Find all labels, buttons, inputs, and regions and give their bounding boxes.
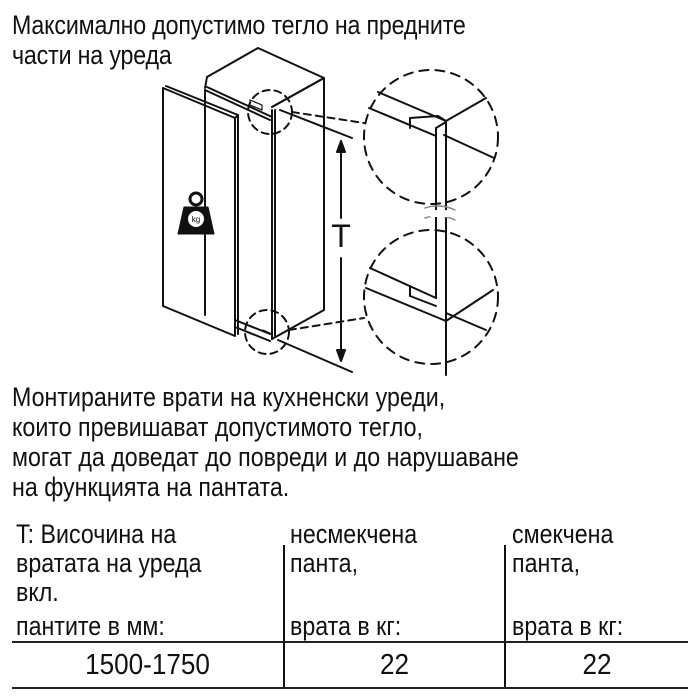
header-undamped-hinge: несмекчена панта, <box>290 519 418 578</box>
header-height-unit: пантите в мм: <box>16 611 165 641</box>
hinge-detail-circle-top <box>363 69 499 376</box>
appliance-door-panel <box>162 85 239 337</box>
warning-line-3: могат да доведат до повреди и до нарушав… <box>12 442 519 472</box>
header-damped-unit: врата в кг: <box>512 611 624 641</box>
header-damped-hinge: смекчена панта, <box>512 519 614 578</box>
svg-text:kg: kg <box>192 215 200 224</box>
column-divider-2 <box>504 545 506 688</box>
title-line-1: Максимално допустимо тегло на предните <box>12 10 466 40</box>
header-rule <box>12 641 688 643</box>
page-title: Максимално допустимо тегло на предните ч… <box>12 10 466 70</box>
warning-line-4: на функцията на пантата. <box>12 472 290 502</box>
warning-text: Монтираните врати на кухненски уреди, ко… <box>12 382 519 502</box>
warning-line-1: Монтираните врати на кухненски уреди, <box>12 382 446 412</box>
appliance-cabinet <box>204 47 325 342</box>
dimension-label: T <box>331 218 351 254</box>
cell-height-range: 1500-1750 <box>85 649 210 681</box>
title-line-2: части на уреда <box>12 40 172 70</box>
header-undamped-unit: врата в кг: <box>290 611 402 641</box>
hinge-marker-bottom <box>244 309 290 355</box>
appliance-door-diagram: kg T <box>162 47 499 376</box>
warning-line-2: които превишават допустимото тегло, <box>12 412 423 442</box>
dimension-t: T <box>331 140 351 362</box>
hinge-detail-circle-bottom <box>363 229 499 365</box>
bottom-rule <box>12 687 688 689</box>
weight-kg-icon: kg <box>177 191 215 235</box>
cell-undamped-weight: 22 <box>379 649 410 681</box>
column-divider-1 <box>283 545 285 688</box>
weight-limit-table: T: Височина на вратата на уреда вкл. пан… <box>0 515 700 700</box>
cell-damped-weight: 22 <box>582 649 612 681</box>
header-height: T: Височина на вратата на уреда вкл. <box>16 519 202 607</box>
